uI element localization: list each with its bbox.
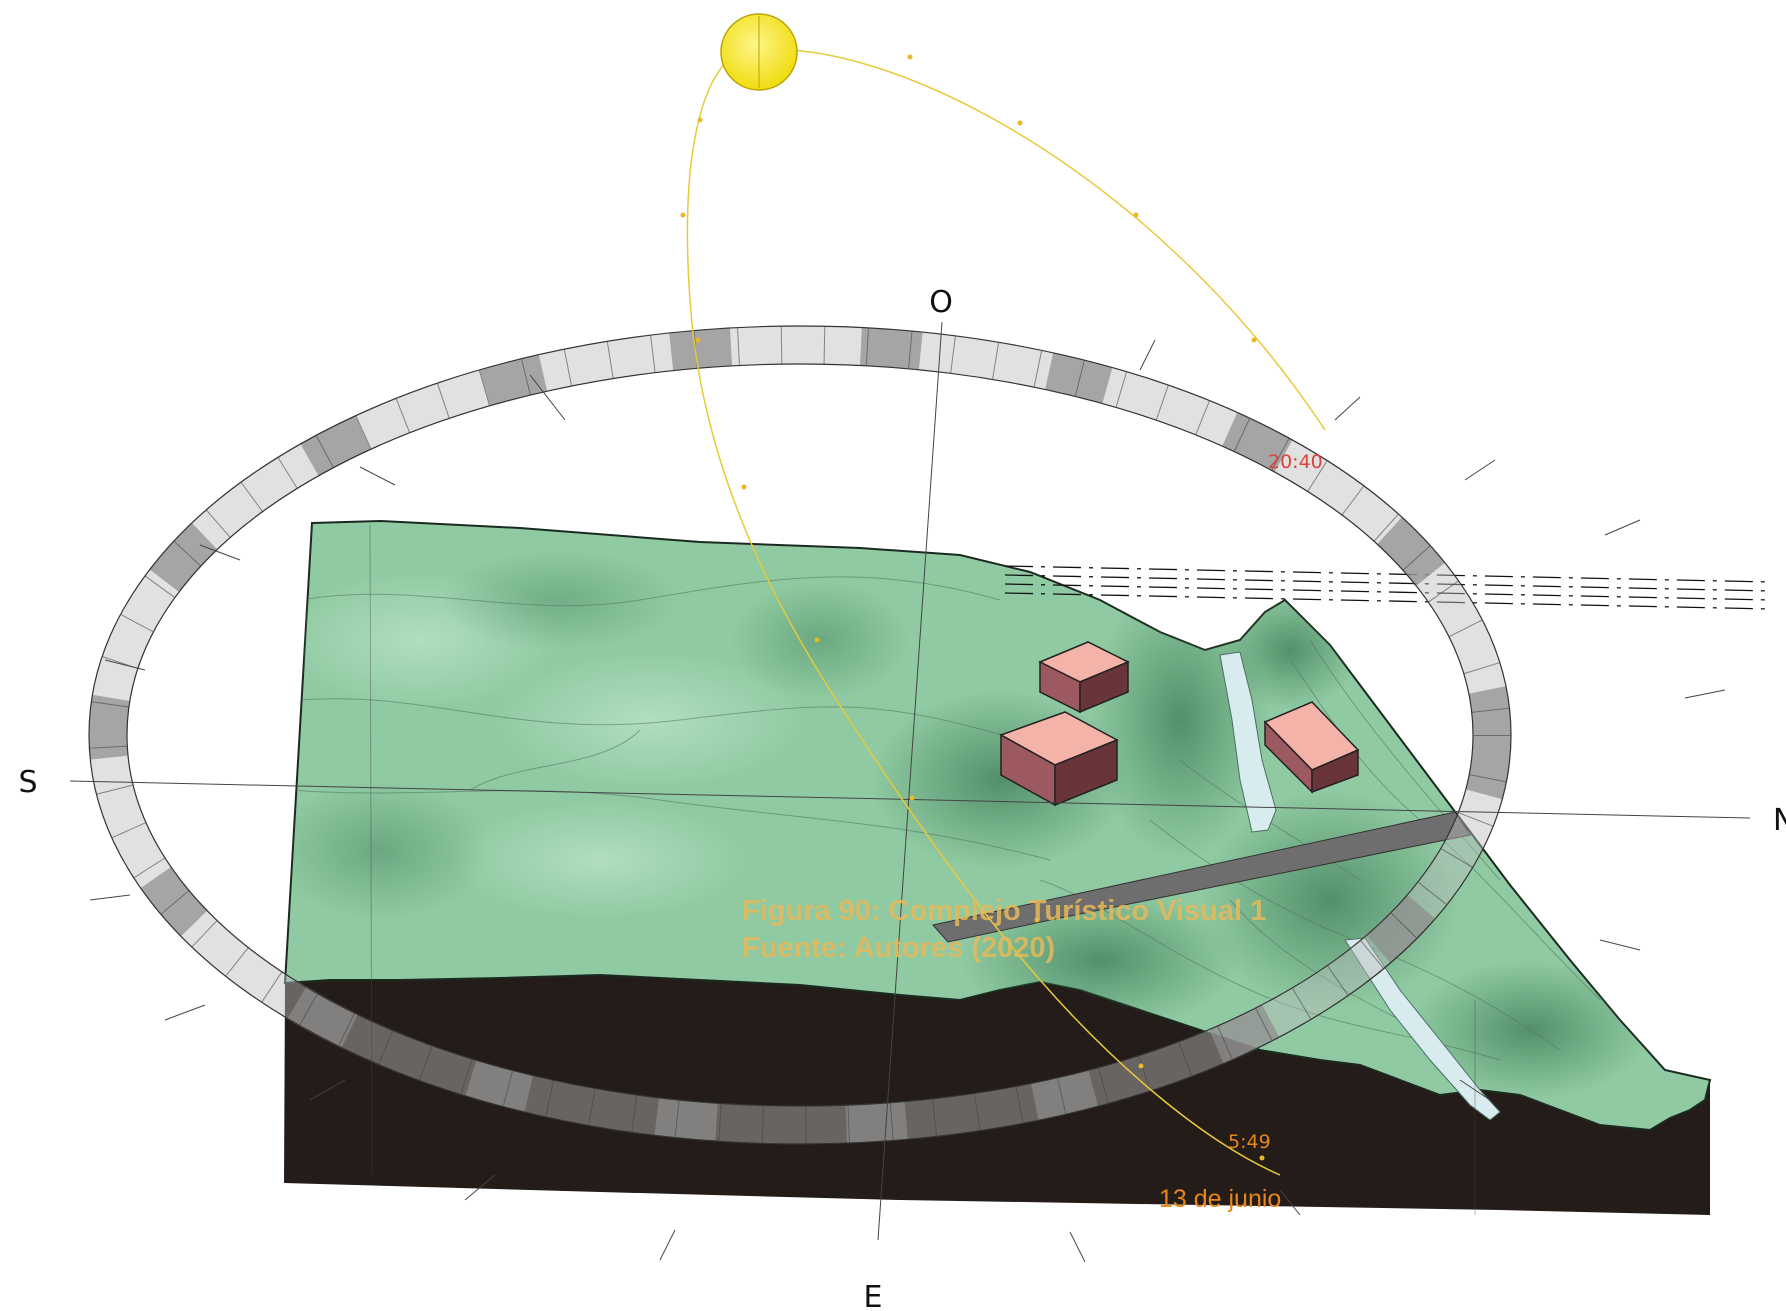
compass-west-label: O <box>929 285 953 320</box>
compass-north-label: N <box>1773 803 1786 838</box>
sun-path-arc <box>686 48 1326 1176</box>
sunset-time-label: 20:40 <box>1268 451 1323 473</box>
river-lower <box>1344 937 1501 1121</box>
sun-icon <box>720 13 798 91</box>
building-3 <box>1263 701 1360 794</box>
figure-source: Fuente: Autores (2020) <box>742 932 1055 964</box>
compass-east-label: E <box>864 1280 883 1311</box>
building-1 <box>1038 641 1130 714</box>
terrain-surface <box>283 519 1712 1132</box>
compass-ring <box>88 325 1512 1145</box>
date-label: 13 de junio <box>1159 1185 1281 1213</box>
sun-path-hour-marks <box>680 54 1265 1161</box>
compass-axes <box>69 321 1751 1263</box>
sunrise-time-label: 5:49 <box>1228 1131 1271 1153</box>
river <box>1219 651 1277 833</box>
terrain-soil-section <box>284 975 1710 1215</box>
reference-lines <box>1004 565 1773 610</box>
figure-caption: Figura 90: Complejo Turístico Visual 1 <box>742 895 1266 927</box>
compass-south-label: S <box>18 765 37 800</box>
building-2 <box>999 711 1119 807</box>
road <box>932 811 1471 943</box>
